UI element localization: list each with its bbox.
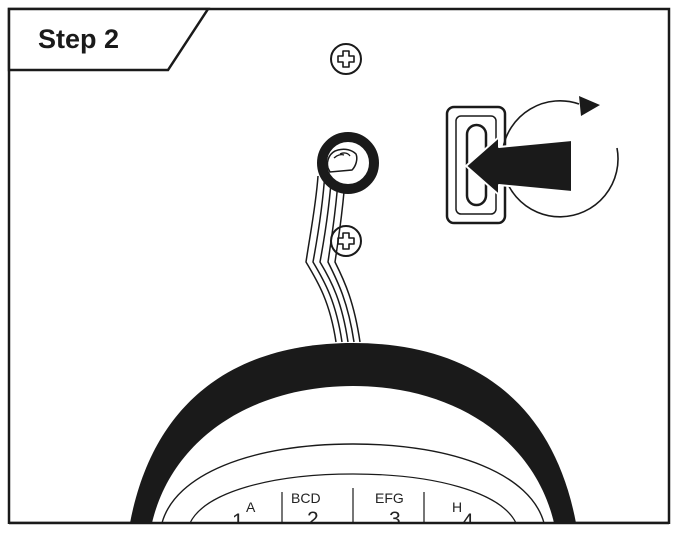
screw-icon [330,225,362,257]
key-4-letters: H [452,499,462,515]
key-2-letters: BCD [291,490,321,506]
keypad-body [130,343,576,524]
key-2-number: 2 [307,508,319,531]
key-3-letters: EFG [375,490,404,506]
step-title: Step 2 [38,24,119,54]
screw-icon [330,43,362,75]
frame-bottom-mask [0,524,686,538]
cable-hole [317,132,379,194]
key-3-number: 3 [389,508,401,531]
rotate-arrow-icon [501,96,619,218]
cable-icon [305,164,361,343]
insert-arrow-icon [465,136,573,196]
key-1-number: 1 [232,510,244,533]
key-1-letters: A [246,499,256,515]
step-tab: Step 2 [7,7,211,72]
